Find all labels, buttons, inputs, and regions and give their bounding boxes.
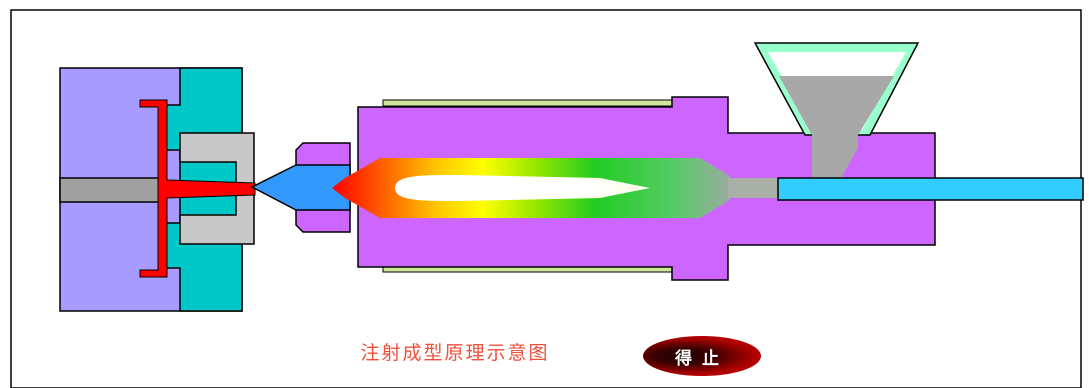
plastic-pellets	[779, 76, 894, 180]
barrel	[332, 96, 936, 281]
hopper	[753, 42, 920, 180]
diagram-caption: 注射成型原理示意图	[360, 342, 550, 364]
sprue-bushing	[179, 132, 255, 245]
heater-band-top	[382, 99, 674, 107]
mold	[59, 67, 256, 312]
melt-core	[395, 175, 650, 201]
nozzle	[250, 142, 351, 233]
screw	[777, 177, 1084, 201]
molded-part	[139, 99, 256, 278]
screw-shaft	[728, 178, 780, 198]
stop-button[interactable]: 得止	[643, 336, 761, 376]
ejector-rod	[59, 177, 161, 203]
